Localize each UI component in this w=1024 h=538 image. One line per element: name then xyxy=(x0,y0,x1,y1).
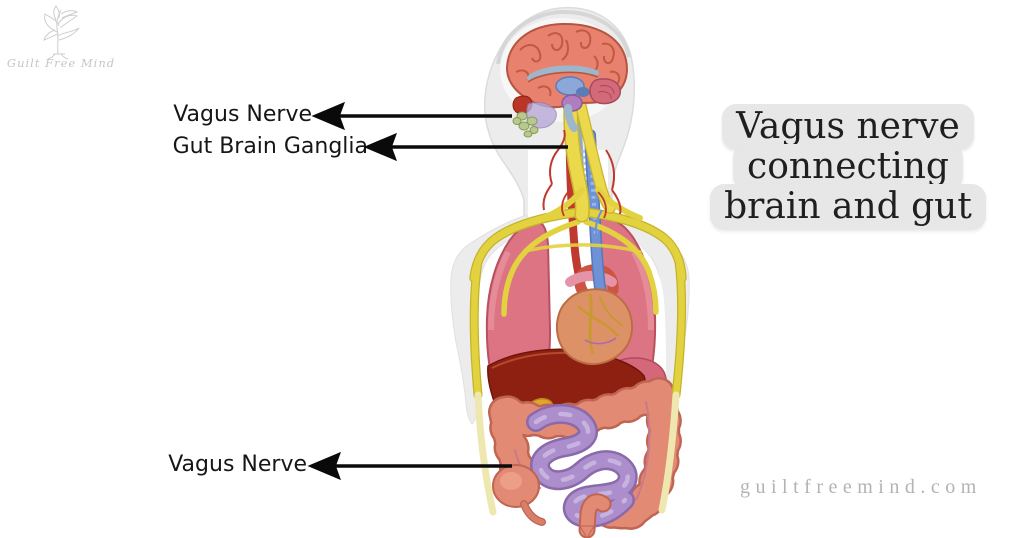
callout-label-gut-brain-ganglia: Gut Brain Ganglia xyxy=(172,134,368,159)
anatomy-illustration xyxy=(450,6,690,538)
tree-sketch-icon xyxy=(43,5,80,60)
brand-logo: Guilt Free Mind xyxy=(6,2,116,70)
title-block: Vagus nerve connecting brain and gut xyxy=(698,104,998,230)
callout-label-vagus-nerve-bottom: Vagus Nerve xyxy=(168,452,307,477)
vagus-nerve-trunk xyxy=(469,96,687,516)
large-intestine xyxy=(486,375,683,532)
brand-name: Guilt Free Mind xyxy=(6,56,116,70)
website-watermark: guiltfreemind.com xyxy=(740,476,982,498)
title-line-2: connecting xyxy=(733,144,963,190)
cecum xyxy=(492,464,540,508)
gut-brain-ganglia xyxy=(512,111,539,138)
corpus-callosum xyxy=(527,65,599,81)
title-line-3: brain and gut xyxy=(710,184,986,230)
small-intestine xyxy=(526,404,638,529)
brain xyxy=(505,22,628,132)
neck-vessels xyxy=(542,129,622,241)
heart xyxy=(555,288,633,365)
rectum xyxy=(578,493,612,538)
title-line-1: Vagus nerve xyxy=(722,104,974,150)
callout-label-vagus-nerve-top: Vagus Nerve xyxy=(173,102,312,127)
appendix xyxy=(520,500,546,526)
